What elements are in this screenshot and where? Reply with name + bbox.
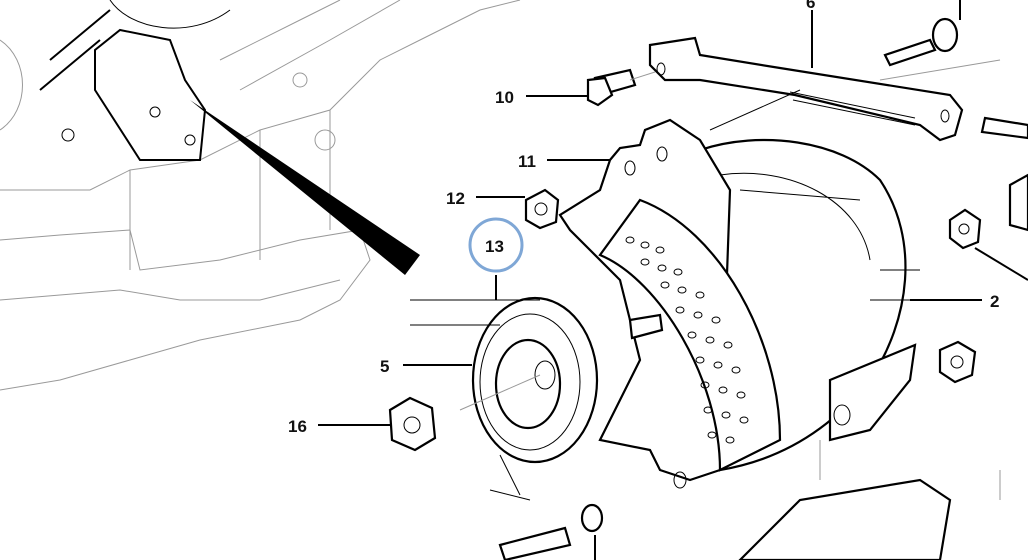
callout-11[interactable]: 11 xyxy=(518,152,536,171)
callout-2[interactable]: 2 xyxy=(990,292,999,311)
callout-13-highlighted[interactable]: 13 xyxy=(468,217,524,273)
bolt-10 xyxy=(586,68,656,107)
detail-pointer xyxy=(190,100,420,275)
stud-right xyxy=(980,116,1028,140)
nut-right-lower xyxy=(938,340,977,384)
callout-12[interactable]: 12 xyxy=(446,189,465,208)
engine-block xyxy=(0,0,521,391)
bottom-parts xyxy=(498,440,1001,560)
nut-right-upper xyxy=(948,208,982,250)
bolt-top-right xyxy=(883,0,961,67)
nut-12 xyxy=(524,188,560,230)
alternator xyxy=(558,118,920,489)
callout-10[interactable]: 10 xyxy=(495,88,514,107)
nut-16 xyxy=(388,396,437,452)
bracket-part xyxy=(648,36,1001,142)
callout-13[interactable]: 13 xyxy=(485,237,504,256)
pulley xyxy=(410,296,599,501)
bracket-edge-right xyxy=(1008,173,1028,232)
leader-lines xyxy=(318,10,1028,426)
highlight-circle xyxy=(468,217,524,273)
callout-5[interactable]: 5 xyxy=(380,357,389,376)
vent-holes xyxy=(625,236,749,444)
callout-6[interactable]: 6 xyxy=(806,0,815,12)
callout-16[interactable]: 16 xyxy=(288,417,307,436)
